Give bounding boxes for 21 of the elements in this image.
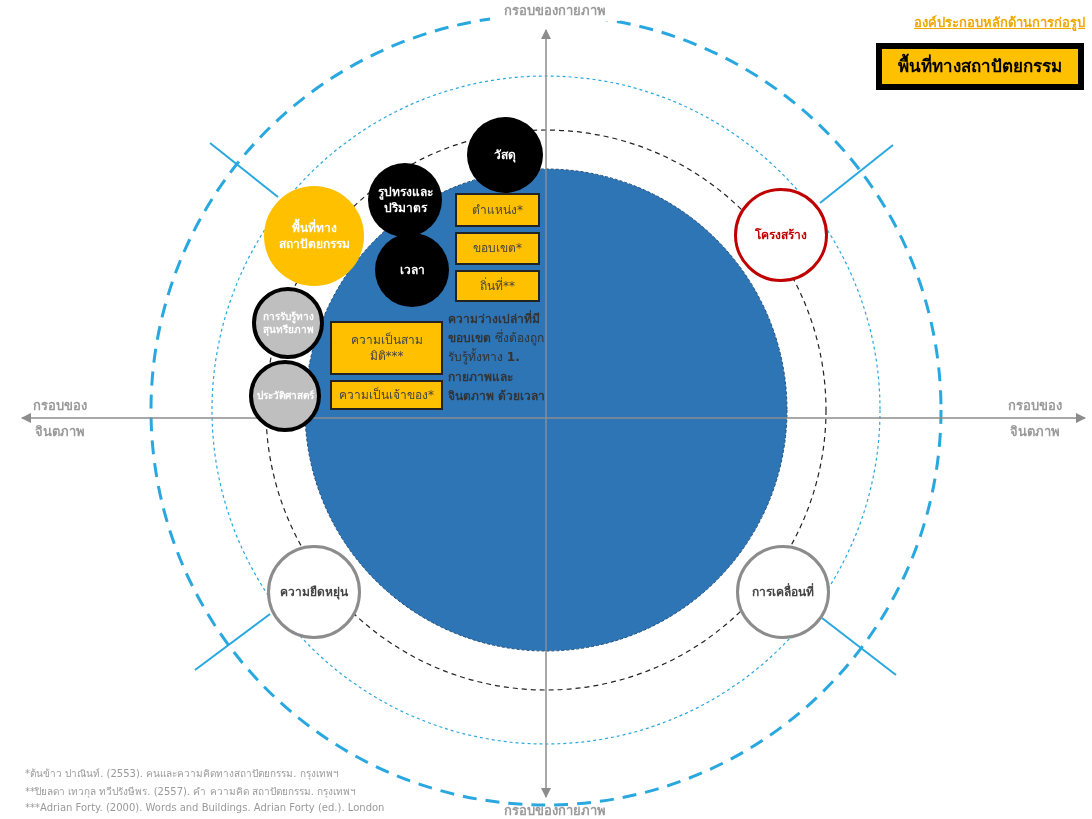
concept-box: ขอบเขต* (455, 232, 540, 265)
footnote: **ปิยลดา เทวกุล ทวีปรังษีพร. (2557). คำ ความคิด สถาปัตยกรรม. กรุงเทพฯ (25, 785, 358, 799)
concept-box: ความเป็นเจ้าของ* (330, 380, 443, 410)
axis-label: กรอบของจินตภาพ (1007, 397, 1063, 441)
footnote: *ต้นข้าว ปาณินท์. (2553). คนและความคิดทางสถาปัตยกรรม. กรุงเทพฯ (25, 767, 340, 781)
concept-circle: ประวัติศาสตร์ (249, 360, 321, 432)
concept-box: ถิ่นที่** (455, 270, 540, 302)
axis-label: กรอบของกายภาพ (503, 802, 607, 819)
concept-circle: ความยืดหยุ่น (267, 545, 361, 639)
concept-circle: โครงสร้าง (734, 188, 828, 282)
concept-circle: การรับรู้ทางสุนทรียภาพ (252, 287, 324, 359)
concept-box: ความเป็นสามมิติ*** (330, 321, 443, 375)
concept-circle: รูปทรงและปริมาตร (368, 163, 442, 237)
title-box: พื้นที่ทางสถาปัตยกรรม (876, 43, 1084, 90)
heading: องค์ประกอบหลักด้านการก่อรูป (913, 14, 1085, 33)
concept-circle: การเคลื่อนที่ (736, 545, 830, 639)
concept-circle: พื้นที่ทางสถาปัตยกรรม (264, 186, 364, 286)
concept-box: ตำแหน่ง* (455, 193, 540, 227)
axis-label: กรอบของจินตภาพ (32, 397, 88, 441)
description-text: ความว่างเปล่าที่มีขอบเขต ซึ่งต้องถูกรับรู้ทั้งทาง 1. กายภาพและจินตภาพ ด้วยเวลา (448, 310, 547, 405)
concept-circle: วัสดุ (467, 117, 543, 193)
